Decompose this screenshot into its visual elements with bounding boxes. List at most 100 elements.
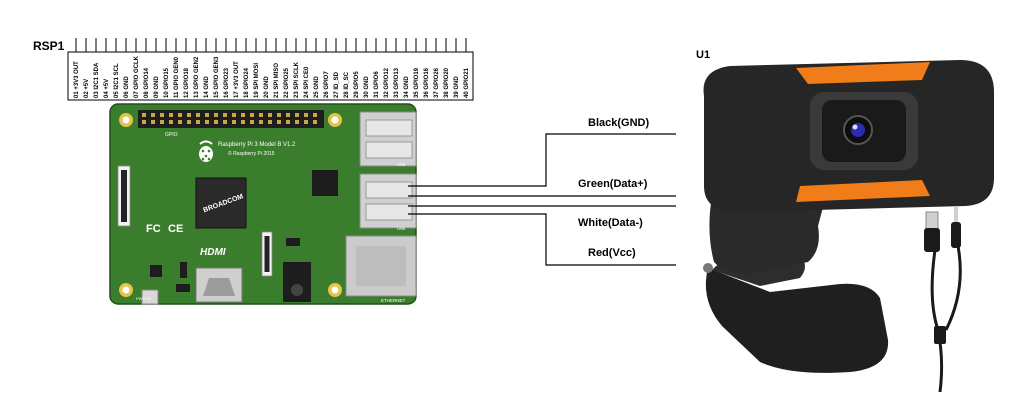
usb-label-upper: USB — [397, 162, 406, 167]
webcam-reference-label: U1 — [696, 49, 710, 61]
pin-label: 06 GND — [124, 76, 130, 98]
gpio-pin — [259, 113, 263, 117]
pin-label: 07 GPIO GCLK — [134, 55, 140, 98]
gpio-pin — [205, 120, 209, 124]
gpio-pin — [160, 120, 164, 124]
gpio-pin — [169, 120, 173, 124]
wire-label-green-data-plus: Green(Data+) — [578, 178, 648, 190]
gpio-pin — [151, 120, 155, 124]
gpio-pin — [259, 120, 263, 124]
wire-labels: Black(GND) Green(Data+) White(Data-) Red… — [578, 117, 649, 259]
gpio-pin — [286, 113, 290, 117]
pin-label: 03 I2C1 SDA — [94, 62, 100, 98]
cable-splitter — [934, 326, 946, 344]
gpio-pin — [223, 120, 227, 124]
pin-label: 22 GPIO25 — [284, 67, 290, 98]
gpio-pin — [196, 120, 200, 124]
pin-label: 14 GND — [204, 76, 210, 98]
gpio-pin — [241, 120, 245, 124]
pin-label: 10 GPIO15 — [164, 67, 170, 98]
gpio-pin — [295, 120, 299, 124]
audio-plug-icon — [951, 206, 961, 248]
wire-label-red-vcc: Red(Vcc) — [588, 247, 636, 259]
wire-label-white-data-minus: White(Data-) — [578, 217, 643, 229]
ethernet-port: ETHERNET — [345, 235, 417, 303]
wire-red-vcc — [408, 213, 676, 266]
gpio-header — [138, 110, 324, 128]
gpio-pin — [169, 113, 173, 117]
pin-label: 16 GPIO23 — [224, 67, 230, 98]
gpio-pin — [277, 120, 281, 124]
broadcom-soc — [195, 177, 247, 229]
pin-label: 13 GPIO GEN2 — [194, 56, 200, 98]
gpio-pin — [205, 113, 209, 117]
raspberry-logo-icon — [199, 140, 213, 162]
webcam-usb-cable — [930, 245, 962, 393]
gpio-pin — [250, 113, 254, 117]
pin-label: 39 GND — [454, 76, 460, 98]
orange-accent-top — [796, 62, 930, 84]
usb-wires — [408, 133, 676, 266]
pin-label: 29 GPIO5 — [354, 71, 360, 98]
pin-header-stubs — [75, 38, 467, 52]
usb-plug-icon — [924, 211, 940, 252]
webcam-stand-arm — [709, 196, 826, 274]
pin-label: 28 ID_SC — [344, 71, 350, 98]
pin-label: 09 GND — [154, 76, 160, 98]
pin-label: 15 GPIO GEN3 — [214, 56, 220, 98]
usb-webcam: U1 — [696, 49, 994, 393]
pin-label: 36 GPIO16 — [424, 67, 430, 98]
gpio-pin — [187, 113, 191, 117]
rpi-reference-label: RSP1 — [33, 39, 65, 53]
gpio-pin — [250, 120, 254, 124]
gpio-pin — [286, 120, 290, 124]
lan-chip — [312, 170, 338, 196]
gpio-pin — [223, 113, 227, 117]
pin-label: 01 +3V3 OUT — [74, 61, 80, 98]
wire-black-gnd — [408, 133, 676, 187]
gpio-pins — [142, 113, 317, 124]
pin-label: 17 +3V3 OUT — [234, 61, 240, 98]
pin-label: 23 SPI SCLK — [294, 61, 300, 98]
pin-label: 26 GPIO7 — [324, 71, 330, 98]
pin-label: 12 GPIO18 — [184, 67, 190, 98]
gpio-pin — [178, 113, 182, 117]
gpio-pin — [142, 113, 146, 117]
gpio-pin — [232, 120, 236, 124]
gpio-pin — [151, 113, 155, 117]
pin-label: 02 +5V — [84, 79, 90, 98]
gpio-pin — [160, 113, 164, 117]
pin-label: 32 GPIO12 — [384, 67, 390, 98]
gpio-pin — [187, 120, 191, 124]
pin-header-box — [67, 51, 474, 101]
hinge-screw — [703, 263, 713, 273]
power-label: PWR IN — [136, 296, 151, 301]
pin-label: 19 SPI MOSI — [254, 63, 260, 98]
pin-label: 38 GPIO20 — [444, 67, 450, 98]
pin-label: 30 GND — [364, 76, 370, 98]
pin-label: 31 GPIO6 — [374, 71, 380, 98]
usb-port-upper: USB — [359, 111, 417, 167]
pin-label: 40 GPIO21 — [464, 67, 470, 98]
gpio-pin — [214, 113, 218, 117]
gpio-label: GPIO — [165, 132, 178, 138]
gpio-pin — [313, 113, 317, 117]
raspberry-pi-board: GPIO Raspberry Pi 3 Model B V1.2 © Raspb… — [109, 103, 417, 305]
pin-label: 24 SPI CE0 — [304, 66, 310, 98]
fcc-mark: FC — [146, 223, 161, 235]
gpio-pin — [304, 113, 308, 117]
pin-label: 34 GND — [404, 76, 410, 98]
pin-label: 27 ID_SD — [334, 71, 340, 98]
gpio-pin — [142, 120, 146, 124]
usb-label-lower: USB — [397, 226, 406, 231]
gpio-pin — [268, 113, 272, 117]
gpio-pin — [214, 120, 218, 124]
gpio-pin — [241, 113, 245, 117]
gpio-pin — [178, 120, 182, 124]
pin-label: 11 GPIO GEN0 — [174, 56, 180, 98]
webcam-stand-base — [705, 268, 889, 373]
ce-mark: CE — [168, 223, 183, 235]
power-connector — [141, 289, 159, 305]
